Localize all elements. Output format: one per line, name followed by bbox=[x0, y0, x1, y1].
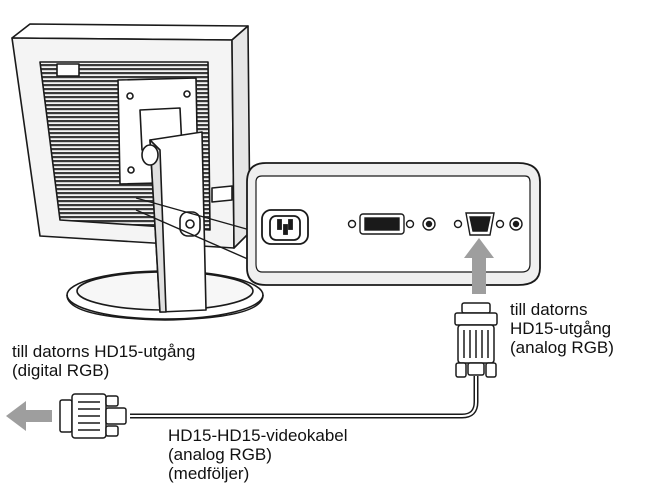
callout-lines bbox=[135, 197, 251, 261]
hd15-port-icon bbox=[453, 212, 523, 236]
label-video-cable: HD15-HD15-videokabel (analog RGB) (medfö… bbox=[168, 426, 348, 483]
label-analog-output: till datorns HD15-utgång (analog RGB) bbox=[510, 300, 614, 357]
power-socket-icon bbox=[261, 209, 309, 245]
video-cable bbox=[130, 376, 479, 419]
monitor-rear-icon bbox=[11, 23, 264, 321]
hd15-plug-icon bbox=[454, 302, 498, 378]
hd15-plug-left-icon bbox=[59, 393, 127, 439]
dvi-port-icon bbox=[347, 213, 436, 235]
arrow-up-icon bbox=[464, 238, 494, 294]
label-digital-output: till datorns HD15-utgång (digital RGB) bbox=[12, 342, 196, 380]
arrow-left-icon bbox=[6, 401, 52, 431]
